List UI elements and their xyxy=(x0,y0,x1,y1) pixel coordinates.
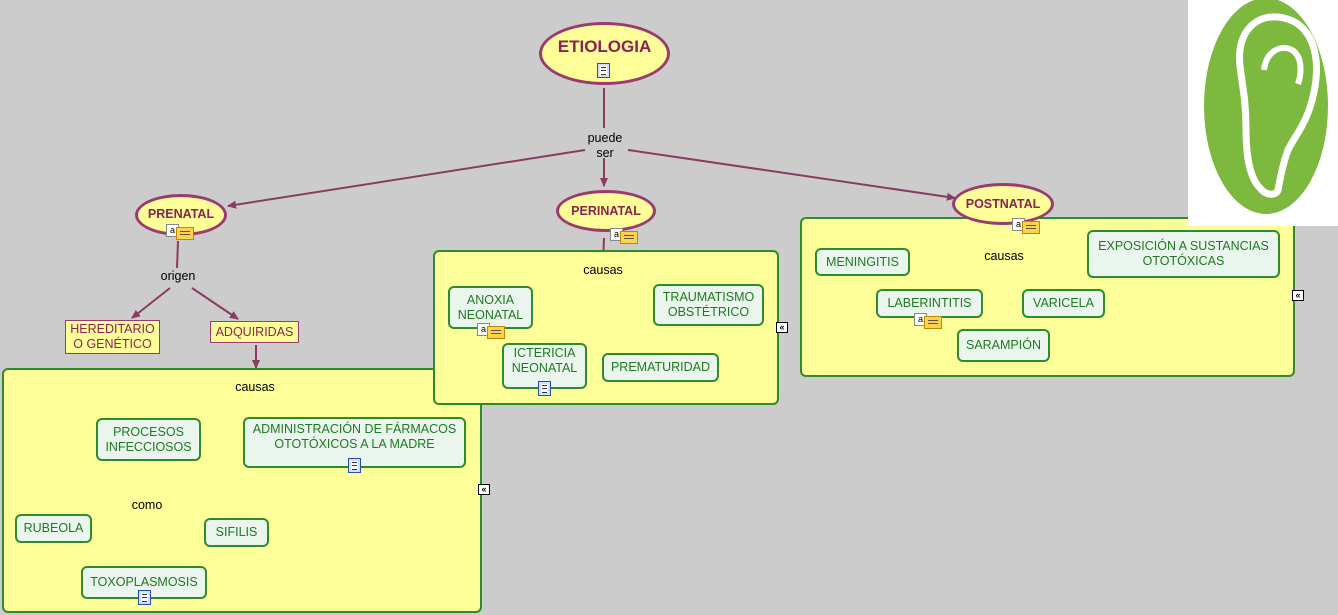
annotation-icon[interactable]: a xyxy=(914,313,942,329)
prenatal-causes-panel xyxy=(2,368,482,613)
anoxia-neonatal-node[interactable]: ANOXIA NEONATAL xyxy=(448,286,533,329)
postnatal-causas-link-label: causas xyxy=(984,249,1024,263)
perinatal-causas-link-label: causas xyxy=(583,263,623,277)
rubeola-node[interactable]: RUBEOLA xyxy=(15,514,92,543)
ear-icon xyxy=(1204,0,1328,214)
link-line-4 xyxy=(176,240,179,269)
perinatal-node[interactable]: PERINATAL xyxy=(556,190,656,232)
laberintitis-node[interactable]: LABERINTITIS xyxy=(876,289,983,318)
postnatal-label: POSTNATAL xyxy=(965,197,1041,211)
prenatal-node[interactable]: PRENATAL xyxy=(135,194,227,236)
procesos-infecciosos-node[interactable]: PROCESOS INFECCIOSOS xyxy=(96,418,201,461)
annotation-icon[interactable]: a xyxy=(610,228,638,244)
sifilis-node[interactable]: SIFILIS xyxy=(204,518,269,547)
origen-link-label: origen xyxy=(160,269,196,283)
varicela-node[interactable]: VARICELA xyxy=(1022,289,1105,318)
annotation-icon[interactable]: a xyxy=(166,224,194,240)
document-icon[interactable] xyxy=(597,63,610,78)
expand-icon[interactable]: « xyxy=(776,322,788,333)
link-line-1 xyxy=(227,149,586,209)
annotation-icon[interactable]: a xyxy=(1012,218,1040,234)
link-line-5 xyxy=(131,287,171,319)
link-line-3 xyxy=(627,149,956,201)
como-link-label: como xyxy=(131,498,163,512)
document-icon[interactable] xyxy=(138,590,151,605)
sarampion-node[interactable]: SARAMPIÓN xyxy=(957,329,1050,362)
hereditario-node[interactable]: HEREDITARIO O GENÉTICO xyxy=(65,320,160,354)
puede-ser-link-label: puede ser xyxy=(587,131,623,160)
meningitis-node[interactable]: MENINGITIS xyxy=(815,248,910,276)
annotation-icon[interactable]: a xyxy=(477,323,505,339)
prenatal-label: PRENATAL xyxy=(147,207,215,221)
link-line-6 xyxy=(191,287,239,320)
expand-icon[interactable]: « xyxy=(1292,290,1304,301)
exposicion-sustancias-node[interactable]: EXPOSICIÓN A SUSTANCIAS OTOTÓXICAS xyxy=(1087,230,1280,278)
document-icon[interactable] xyxy=(538,381,551,396)
traumatismo-obstetrico-node[interactable]: TRAUMATISMO OBSTÉTRICO xyxy=(653,284,764,326)
document-icon[interactable] xyxy=(348,458,361,473)
perinatal-label: PERINATAL xyxy=(571,204,641,218)
postnatal-node[interactable]: POSTNATAL xyxy=(952,183,1054,225)
expand-icon[interactable]: « xyxy=(478,484,490,495)
ear-logo xyxy=(1188,0,1338,226)
etiologia-label: ETIOLOGIA xyxy=(557,36,652,56)
prematuridad-node[interactable]: PREMATURIDAD xyxy=(602,353,719,382)
prenatal-causas-link-label: causas xyxy=(235,380,275,394)
adquiridas-node[interactable]: ADQUIRIDAS xyxy=(210,321,299,343)
